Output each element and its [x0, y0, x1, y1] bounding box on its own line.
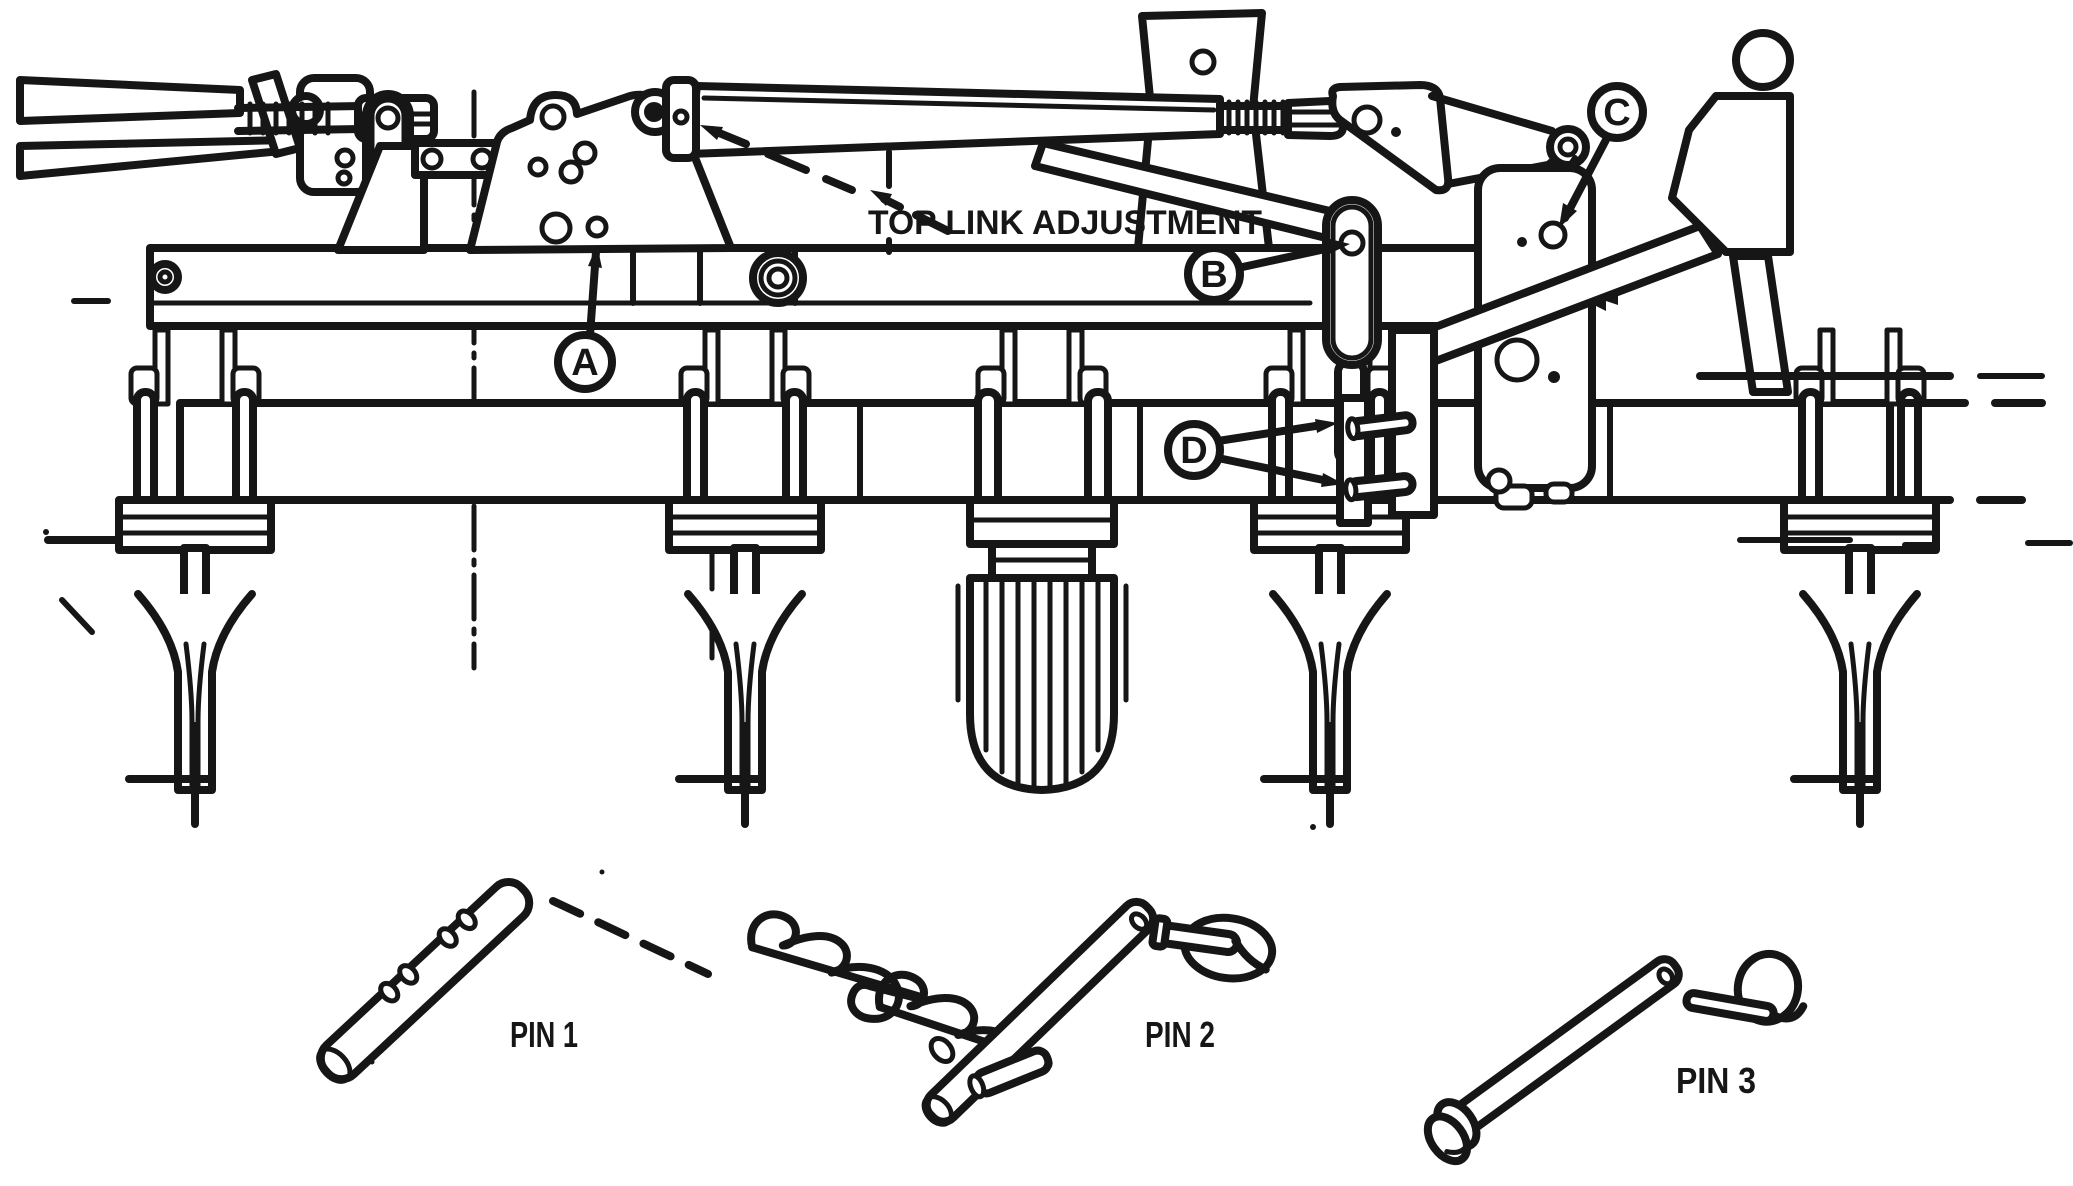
front-beam	[176, 399, 1894, 504]
callout-A-label: A	[571, 342, 598, 384]
beam-bushing	[749, 249, 807, 307]
c-mount-plate	[1474, 164, 1618, 511]
pin3-clip	[1682, 949, 1808, 1026]
pin-2-group: PIN 2	[921, 897, 1277, 1127]
callout-B-label: B	[1200, 254, 1227, 296]
insert-dash-line	[549, 897, 712, 978]
callout-D-circle	[1164, 420, 1224, 480]
depth-pin-hardware	[1336, 326, 1438, 527]
top-link-cylinder	[662, 76, 1347, 162]
beam-dashes-right	[1737, 399, 2073, 548]
callout-C: C	[1559, 82, 1647, 228]
pin3-rod	[1444, 955, 1683, 1139]
print-specks	[43, 529, 1316, 1065]
left-tab	[59, 597, 95, 635]
callout-B: B	[1184, 238, 1350, 304]
pin-3-group: PIN 3	[1423, 949, 1808, 1166]
note-top-link-adjustment: TOP LINK ADJUSTMENT	[868, 204, 1262, 242]
callout-D-label: D	[1180, 430, 1207, 472]
pin2-lynch-clip	[1148, 913, 1277, 983]
pin1-label: PIN 1	[510, 1014, 578, 1055]
hole-A-target	[585, 215, 609, 239]
callout-D: D	[1164, 419, 1344, 487]
pin-1-group: PIN 1	[316, 878, 1060, 1091]
pin3-label: PIN 3	[1676, 1060, 1756, 1101]
callout-C-label: C	[1603, 92, 1630, 134]
ribbed-drum-unit	[955, 388, 1129, 794]
eye-ring	[1732, 29, 1794, 91]
pin1-rod	[316, 878, 534, 1084]
top-link-leader	[700, 125, 952, 235]
hole-C-target	[1538, 220, 1568, 250]
callout-A-circle	[554, 331, 616, 393]
callout-B-circle	[1184, 244, 1244, 304]
pin2-rod	[922, 897, 1158, 1126]
callout-C-circle	[1587, 82, 1647, 142]
pin2-label: PIN 2	[1145, 1014, 1215, 1055]
callout-A: A	[554, 245, 616, 393]
pin1-clip-a	[742, 911, 931, 1025]
